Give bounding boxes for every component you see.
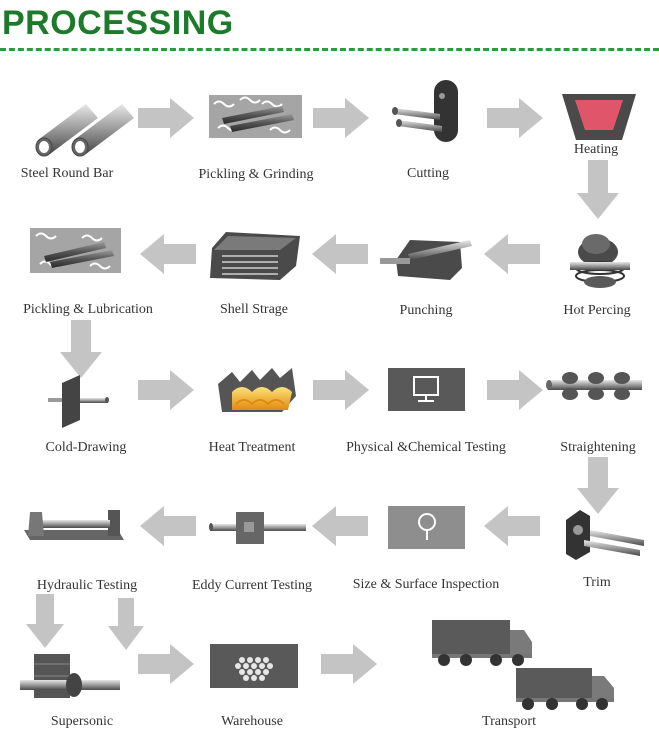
step-label-hydraulic-testing: Hydraulic Testing (36, 578, 138, 593)
step-label-straightening: Straightening (560, 440, 636, 455)
heat-treatment-icon (218, 368, 296, 412)
truck-icon (432, 620, 614, 710)
step-label-heat-treatment: Heat Treatment (208, 440, 296, 455)
arrow-9 (138, 370, 194, 410)
arrow-7 (140, 234, 196, 274)
arrow-8 (60, 320, 102, 378)
hydraulic-testing-icon (24, 510, 124, 540)
arrow-14 (312, 506, 368, 546)
arrow-13 (484, 506, 540, 546)
heating-furnace-icon (562, 94, 636, 140)
step-label-size-surface-inspection: Size & Surface Inspection (352, 577, 500, 592)
step-label-cold-drawing: Cold-Drawing (45, 440, 127, 455)
arrow-12 (577, 457, 619, 514)
arrow-1 (138, 98, 194, 138)
arrow-3 (487, 98, 543, 138)
pickling-lubrication-icon (30, 228, 121, 273)
eddy-current-icon (209, 512, 306, 544)
step-label-cutting: Cutting (406, 166, 450, 181)
arrow-10 (313, 370, 369, 410)
arrow-2 (313, 98, 369, 138)
straightening-rollers-icon (546, 372, 642, 400)
step-label-steel-round-bar: Steel Round Bar (20, 166, 114, 181)
page-title: PROCESSING (2, 4, 234, 42)
arrow-11 (487, 370, 543, 410)
step-label-hot-percing: Hot Percing (563, 303, 631, 318)
step-label-trim: Trim (583, 575, 611, 590)
arrow-16 (26, 594, 64, 648)
title-divider (0, 48, 659, 51)
hot-piercing-icon (570, 234, 630, 288)
arrow-19 (321, 644, 377, 684)
arrow-4 (577, 160, 619, 219)
arrow-17 (108, 598, 144, 650)
supersonic-icon (20, 654, 120, 698)
arrow-15 (140, 506, 196, 546)
arrow-6 (312, 234, 368, 274)
shell-storage-icon (210, 232, 300, 280)
step-label-warehouse: Warehouse (221, 714, 283, 729)
arrow-18 (138, 644, 194, 684)
step-label-pickling-grinding: Pickling & Grinding (198, 167, 314, 182)
step-label-punching: Punching (399, 303, 453, 318)
magnifier-icon (388, 506, 465, 549)
step-label-pickling-lubrication: Pickling & Lubrication (23, 302, 153, 317)
cold-drawing-icon (48, 375, 109, 428)
cutting-icon (392, 80, 458, 142)
step-label-eddy-current-testing: Eddy Current Testing (191, 578, 313, 593)
monitor-icon (388, 368, 465, 411)
step-label-transport: Transport (482, 714, 536, 729)
warehouse-icon (210, 644, 298, 688)
step-label-supersonic: Supersonic (50, 714, 114, 729)
arrow-5 (484, 234, 540, 274)
step-label-physical-chemical-testing: Physical &Chemical Testing (346, 440, 506, 455)
pickling-grinding-icon (209, 95, 302, 138)
steel-round-bar-icon (35, 104, 134, 157)
step-label-shell-strage: Shell Strage (219, 302, 289, 317)
trim-icon (566, 510, 644, 560)
step-label-heating: Heating (573, 142, 619, 157)
punching-icon (380, 240, 472, 280)
